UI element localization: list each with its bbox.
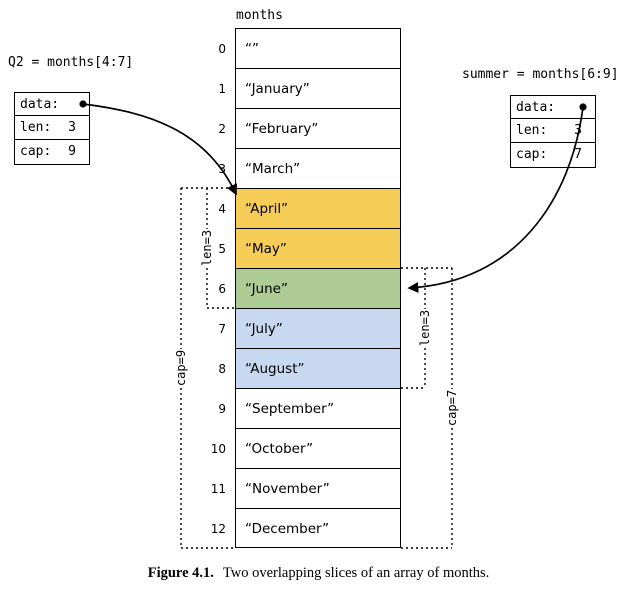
cell-value: “April”: [245, 200, 289, 217]
q2-slice-struct: data: len: 3 cap: 9: [14, 92, 90, 165]
array-cell-2: 2 “February”: [218, 109, 400, 149]
summer-data-field: data:: [511, 96, 595, 120]
cell-index: 2: [218, 121, 226, 136]
array-cell-7: 7 “July”: [218, 309, 400, 349]
cell-value: “March”: [245, 160, 301, 177]
cell-index: 7: [218, 321, 226, 336]
q2-cap-field: cap: 9: [15, 140, 89, 163]
array-cell-5: 5 “May”: [218, 229, 400, 269]
summer-len-bracket-label: len=3: [415, 308, 435, 348]
cell-index: 3: [218, 161, 226, 176]
q2-len-field: len: 3: [15, 116, 89, 140]
array-cell-6: 6 “June”: [218, 269, 400, 309]
q2-cap-bracket-label: cap=9: [171, 348, 191, 388]
field-label: len:: [516, 122, 548, 138]
q2-pointer-arrow: [82, 103, 238, 196]
summer-slice-struct: data: len: 3 cap: 7: [510, 95, 596, 168]
field-label: cap:: [516, 146, 548, 162]
array-title: months: [236, 8, 283, 23]
array-cell-0: 0 “”: [218, 29, 400, 69]
months-array: 0 “” 1 “January” 2 “February” 3 “March” …: [211, 28, 401, 549]
cell-index: 12: [210, 522, 226, 536]
cell-index: 8: [218, 361, 226, 376]
figure-caption-text: Two overlapping slices of an array of mo…: [222, 565, 490, 581]
cell-index: 0: [218, 41, 226, 56]
cell-value: “December”: [245, 521, 330, 537]
array-cell-9: 9 “September”: [218, 389, 400, 429]
cell-index: 5: [218, 241, 226, 256]
field-label: len:: [20, 119, 52, 135]
cell-value: “August”: [245, 360, 305, 377]
field-value: 9: [68, 143, 76, 159]
cell-value: “June”: [245, 280, 288, 297]
summer-cap-field: cap: 7: [511, 143, 595, 166]
field-label: data:: [20, 96, 60, 112]
cell-index: 1: [218, 81, 226, 96]
cell-index: 4: [218, 201, 226, 216]
q2-data-field: data:: [15, 93, 89, 117]
cell-value: “January”: [245, 80, 310, 97]
array-cell-12: 12 “December”: [211, 509, 400, 549]
array-cell-1: 1 “January”: [218, 69, 400, 109]
cell-value: “July”: [245, 320, 283, 337]
cell-index: 11: [210, 481, 226, 496]
figure-caption: Figure 4.1. Two overlapping slices of an …: [0, 565, 637, 582]
field-value: 7: [574, 146, 582, 162]
figure-caption-label: Figure 4.1.: [147, 565, 214, 581]
cell-value: “February”: [245, 120, 319, 137]
cell-index: 9: [218, 401, 226, 416]
cell-value: “November”: [245, 480, 330, 497]
q2-len-bracket-label: len=3: [197, 228, 217, 268]
field-label: cap:: [20, 143, 52, 159]
cell-value: “September”: [245, 400, 335, 417]
array-cell-11: 11 “November”: [211, 469, 400, 509]
q2-slice-title: Q2 = months[4:7]: [8, 55, 134, 70]
array-cell-4: 4 “April”: [218, 189, 400, 229]
field-label: data:: [516, 99, 556, 115]
array-cell-10: 10 “October”: [211, 429, 400, 469]
summer-slice-title: summer = months[6:9]: [462, 67, 619, 82]
array-cell-3: 3 “March”: [218, 149, 400, 189]
summer-len-field: len: 3: [511, 119, 595, 143]
cell-index: 6: [218, 281, 226, 296]
cell-value: “October”: [245, 440, 314, 457]
cell-index: 10: [210, 441, 226, 456]
array-cell-8: 8 “August”: [218, 349, 400, 389]
field-value: 3: [574, 122, 582, 138]
summer-cap-bracket-label: cap=7: [442, 388, 462, 428]
cell-value: “”: [245, 40, 259, 57]
cell-value: “May”: [245, 240, 287, 257]
field-value: 3: [68, 119, 76, 135]
